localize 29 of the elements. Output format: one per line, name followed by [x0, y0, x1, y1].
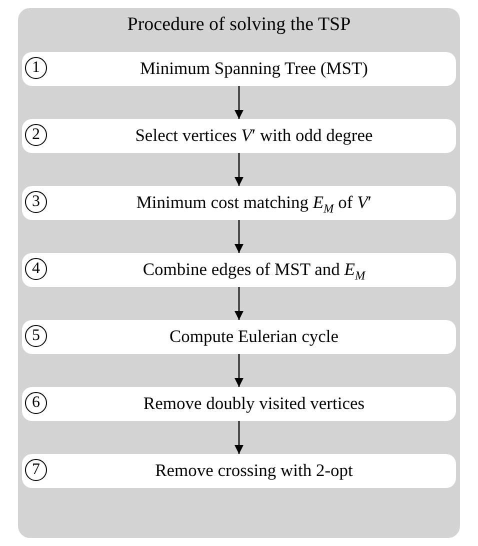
step-number: 5 — [25, 325, 47, 347]
arrow — [234, 86, 244, 119]
step-label: Minimum cost matching E$_{M}$ of V′ — [135, 192, 373, 216]
step-label: Combine edges of MST and E$_{M}$ — [142, 259, 367, 284]
step-label: Minimum Spanning Tree (MST) — [138, 58, 369, 79]
arrow — [234, 220, 244, 253]
arrow — [234, 153, 244, 186]
panel-title: Procedure of solving the TSP — [126, 14, 352, 36]
step-box — [22, 52, 456, 86]
step-number: 7 — [25, 459, 47, 481]
step-number: 4 — [25, 258, 47, 280]
step-number: 3 — [25, 191, 47, 213]
step-number: 1 — [25, 57, 47, 79]
step-label: Remove doubly visited vertices — [142, 393, 366, 414]
step-box — [22, 253, 456, 287]
step-label: Compute Eulerian cycle — [168, 326, 340, 347]
step-number: 6 — [25, 392, 47, 414]
arrow — [234, 354, 244, 387]
step-box — [22, 119, 456, 153]
step-box — [22, 186, 456, 220]
step-box — [22, 320, 456, 354]
step-number: 2 — [25, 124, 47, 146]
arrow — [234, 287, 244, 320]
step-box — [22, 454, 456, 488]
arrow — [234, 421, 244, 454]
step-label: Remove crossing with 2-opt — [154, 460, 354, 481]
step-label: Select vertices V′ with odd degree — [134, 125, 374, 146]
panel-background — [18, 8, 460, 538]
step-box — [22, 387, 456, 421]
